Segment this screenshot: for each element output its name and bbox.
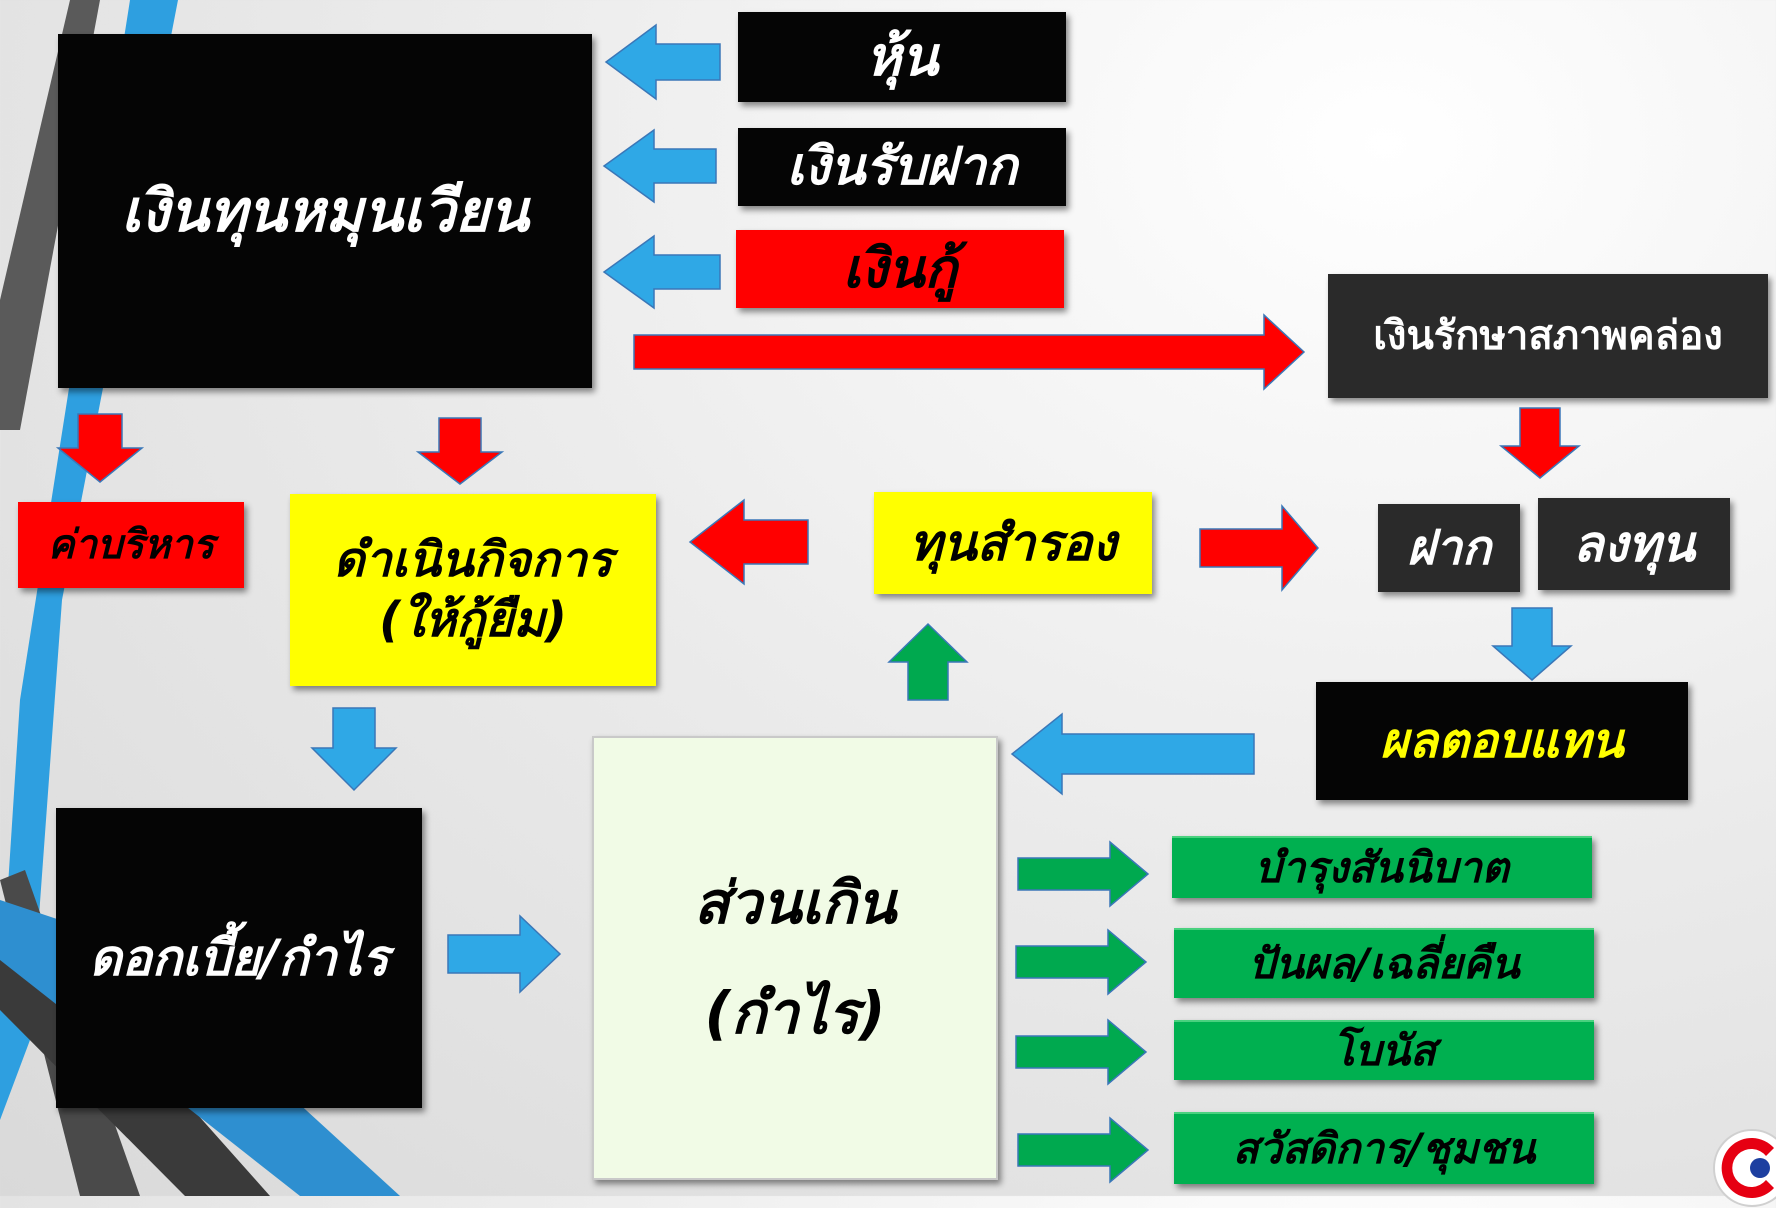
- invest-box: ลงทุน: [1538, 498, 1730, 590]
- arrow-deposits-to-fund: [602, 128, 717, 204]
- allocation-league-support: บำรุงสันนิบาต: [1172, 836, 1592, 898]
- bonus-label: โบนัส: [1332, 1025, 1436, 1075]
- welfare-label: สวัสดิการ/ชุมชน: [1232, 1123, 1536, 1173]
- arrow-returns-to-surplus: [1010, 712, 1255, 796]
- liquidity-reserve-box: เงินรักษาสภาพคล่อง: [1328, 274, 1768, 398]
- arrow-surplus-to-league: [1017, 840, 1150, 908]
- dividend-refund-label: ปันผล/เฉลี่ยคืน: [1248, 938, 1520, 988]
- arrow-reserve-to-deposit-invest: [1199, 503, 1319, 593]
- reserve-fund-box: ทุนสำรอง: [874, 492, 1152, 594]
- arrow-surplus-to-reserve: [887, 622, 969, 701]
- arrow-deposit-invest-to-returns: [1490, 607, 1574, 681]
- arrow-interest-to-surplus: [447, 914, 562, 994]
- invest-label: ลงทุน: [1572, 514, 1696, 573]
- league-support-label: บำรุงสันนิบาต: [1255, 842, 1509, 892]
- allocation-bonus: โบนัส: [1174, 1020, 1594, 1080]
- operations-box: ดำเนินกิจการ (ให้กู้ยืม): [290, 494, 656, 686]
- cooperative-logo-icon: [1713, 1129, 1776, 1207]
- arrow-fund-to-admin: [55, 413, 145, 483]
- blue-stripe: [0, 0, 178, 1120]
- admin-cost-label: ค่าบริหาร: [47, 522, 215, 568]
- arrow-fund-to-operations: [415, 417, 505, 485]
- arrow-operations-to-interest: [310, 707, 398, 792]
- reserve-fund-label: ทุนสำรอง: [909, 513, 1117, 572]
- deposit-label: ฝาก: [1406, 520, 1492, 576]
- deposits-label: เงินรับฝาก: [786, 136, 1018, 197]
- surplus-box: ส่วนเกิน (กำไร): [592, 736, 998, 1180]
- interest-profit-box: ดอกเบี้ย/กำไร: [56, 808, 422, 1108]
- main-fund-label: เงินทุนหมุนเวียน: [121, 176, 529, 245]
- arrow-fund-to-liquidity: [633, 313, 1306, 391]
- shares-label: หุ้น: [865, 25, 939, 89]
- arrow-reserve-to-operations: [688, 498, 809, 586]
- deposit-box: ฝาก: [1378, 504, 1520, 592]
- shares-box: หุ้น: [738, 12, 1066, 102]
- surplus-label-line1: ส่วนเกิน: [693, 868, 897, 937]
- arrow-liquidity-to-deposit-invest: [1498, 407, 1582, 479]
- allocation-dividend-refund: ปันผล/เฉลี่ยคืน: [1174, 928, 1594, 998]
- arrow-surplus-to-dividend: [1015, 928, 1148, 996]
- arrow-shares-to-fund: [604, 23, 721, 101]
- operations-label-line2: (ให้กู้ยืม): [379, 592, 567, 648]
- returns-label: ผลตอบแทน: [1380, 713, 1624, 769]
- main-fund-box: เงินทุนหมุนเวียน: [58, 34, 592, 388]
- liquidity-reserve-label: เงินรักษาสภาพคล่อง: [1373, 313, 1723, 359]
- deposits-box: เงินรับฝาก: [738, 128, 1066, 206]
- loans-label: เงินกู้: [842, 237, 958, 301]
- operations-label-line1: ดำเนินกิจการ: [333, 532, 613, 588]
- allocation-welfare: สวัสดิการ/ชุมชน: [1174, 1112, 1594, 1184]
- admin-cost-box: ค่าบริหาร: [18, 502, 244, 588]
- interest-profit-label: ดอกเบี้ย/กำไร: [89, 928, 389, 987]
- returns-box: ผลตอบแทน: [1316, 682, 1688, 800]
- arrow-loans-to-fund: [602, 234, 721, 310]
- arrow-surplus-to-bonus: [1015, 1018, 1148, 1086]
- arrow-surplus-to-welfare: [1017, 1116, 1150, 1184]
- loans-box: เงินกู้: [736, 230, 1064, 308]
- surplus-label-line2: (กำไร): [704, 979, 886, 1047]
